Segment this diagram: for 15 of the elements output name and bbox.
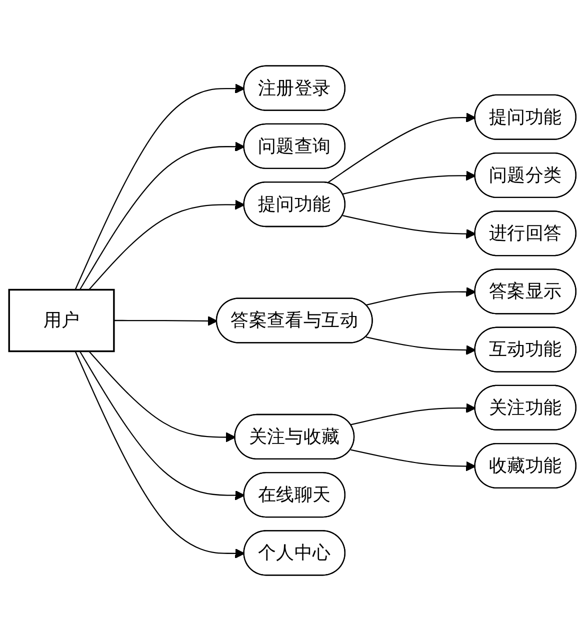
arrow [74, 351, 245, 558]
arrow [342, 215, 476, 239]
arrow [350, 449, 476, 472]
arrow [79, 350, 245, 500]
arrow [350, 403, 476, 426]
arrow [366, 336, 476, 356]
node-box: 用户 [8, 288, 115, 352]
arrow [342, 170, 476, 195]
arrow [366, 286, 476, 306]
arrow [114, 316, 218, 326]
arrow [88, 350, 236, 442]
arrow [88, 200, 245, 290]
arrow [326, 112, 476, 184]
arrow [79, 142, 245, 290]
arrow [74, 84, 245, 290]
